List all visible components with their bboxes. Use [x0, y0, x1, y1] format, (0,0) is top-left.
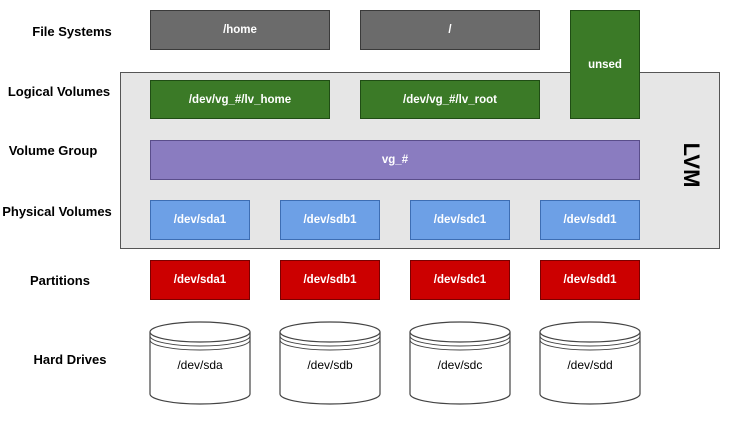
- partition-sdc1: /dev/sdc1: [410, 260, 510, 300]
- physical-volume-sdd1: /dev/sdd1: [540, 200, 640, 240]
- disk-icon: [539, 321, 641, 405]
- hard-drive-label: /dev/sdd: [567, 358, 613, 372]
- partition-sdb1: /dev/sdb1: [280, 260, 380, 300]
- row-label-volume-group: Volume Group: [8, 143, 98, 158]
- row-label-logical-volumes: Logical Volumes: [7, 84, 111, 99]
- physical-volume-sda1: /dev/sda1: [150, 200, 250, 240]
- physical-volume-sdb1: /dev/sdb1: [280, 200, 380, 240]
- hard-drive-label: /dev/sdc: [437, 358, 483, 372]
- partition-sdd1: /dev/sdd1: [540, 260, 640, 300]
- hard-drive-label: /dev/sdb: [307, 358, 353, 372]
- logical-volume-home: /dev/vg_#/lv_home: [150, 80, 330, 119]
- hard-drive-sdc: /dev/sdc: [408, 318, 512, 408]
- hard-drive-sda: /dev/sda: [148, 318, 252, 408]
- file-system-root: /: [360, 10, 540, 50]
- hard-drive-label: /dev/sda: [177, 358, 223, 372]
- lvm-label: LVM: [679, 142, 704, 188]
- disk-icon: [149, 321, 251, 405]
- row-label-physical-volumes: Physical Volumes: [2, 204, 112, 219]
- row-label-file-systems: File Systems: [32, 24, 112, 39]
- physical-volume-sdc1: /dev/sdc1: [410, 200, 510, 240]
- partition-sda1: /dev/sda1: [150, 260, 250, 300]
- file-system-home: /home: [150, 10, 330, 50]
- hard-drive-sdb: /dev/sdb: [278, 318, 382, 408]
- disk-icon: [279, 321, 381, 405]
- disk-icon: [409, 321, 511, 405]
- hard-drive-sdd: /dev/sdd: [538, 318, 642, 408]
- row-label-partitions: Partitions: [30, 273, 90, 288]
- row-label-hard-drives: Hard Drives: [33, 352, 107, 367]
- unused-space: unsed: [570, 10, 640, 119]
- logical-volume-root: /dev/vg_#/lv_root: [360, 80, 540, 119]
- volume-group: vg_#: [150, 140, 640, 180]
